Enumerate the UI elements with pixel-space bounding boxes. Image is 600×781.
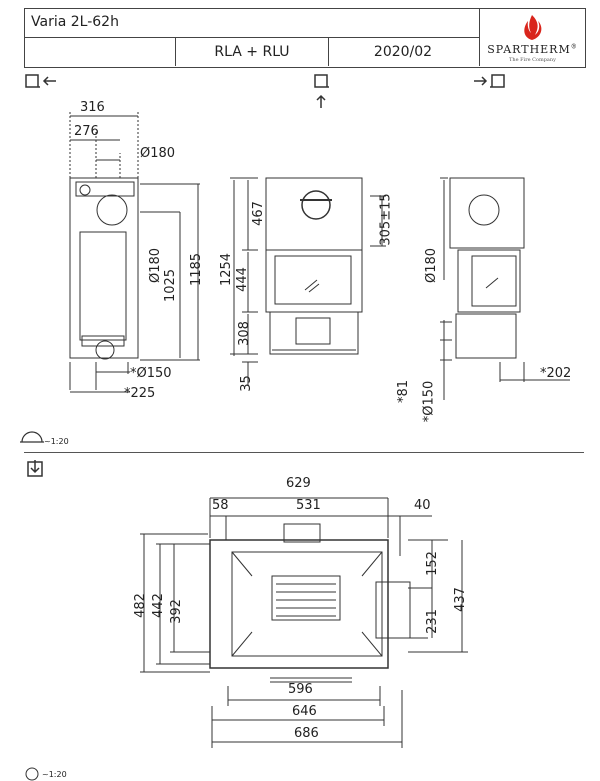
dim-d180-vertical: Ø180 [148,247,164,284]
dim-276: 276 [74,124,99,139]
dim-58: 58 [212,498,229,513]
model-name: Varia 2L-62h [31,14,119,30]
dim-437: 437 [452,587,468,612]
dim-81: *81 [396,379,412,404]
brand-logo: SPARTHERM® The Fire Company [480,9,585,67]
dim-1025: 1025 [163,268,179,303]
scale-icon-bottom [25,767,39,781]
date-cell: 2020/02 [327,38,480,66]
dim-d150-right: *Ø150 [421,380,437,423]
title-block: Varia 2L-62h RLA + RLU 2020/02 SPARTHERM… [24,8,586,68]
title-row: Varia 2L-62h [25,9,480,38]
plan-view [140,497,468,748]
dim-225: *225 [124,386,156,401]
dim-d180: Ø180 [140,146,176,161]
dim-316: 316 [80,100,105,115]
dim-1254: 1254 [219,252,235,287]
dim-308: 308 [236,321,252,346]
side-view-left [69,110,200,393]
dim-444: 444 [234,267,250,292]
view-right-arrow-icon [474,74,505,88]
dim-d180-right: Ø180 [424,247,440,284]
scale-icon [20,431,44,443]
dim-40: 40 [414,498,431,513]
dim-152: 152 [424,551,440,576]
flame-icon [524,15,542,40]
dim-531: 531 [296,498,321,513]
dim-1185: 1185 [189,252,205,287]
side-view-right [440,177,570,400]
brand-registered: ® [570,43,578,51]
section-divider [24,452,584,453]
dim-467: 467 [250,201,266,226]
scale-label-top: ~1:20 [44,437,69,446]
dim-392: 392 [168,599,184,624]
dim-686: 686 [294,726,319,741]
dim-305-15: 305±15 [378,193,394,246]
dim-646: 646 [292,704,317,719]
brand-name: SPARTHERM [487,43,571,56]
dim-202: *202 [540,366,572,381]
front-view [230,177,386,386]
dim-231: 231 [424,609,440,634]
scale-label-bottom: ~1:20 [42,770,67,779]
dim-629: 629 [286,476,311,491]
view-top-arrow-icon [27,460,43,477]
dim-d150: *Ø150 [130,366,172,381]
dim-35: 35 [238,375,254,392]
variant-cell: RLA + RLU [175,38,329,66]
dim-596: 596 [288,682,313,697]
dim-442: 442 [150,593,166,618]
dim-482: 482 [132,593,148,618]
view-left-arrow-icon [25,74,56,88]
brand-tagline: The Fire Company [509,57,556,63]
view-front-arrow-icon [314,74,329,108]
